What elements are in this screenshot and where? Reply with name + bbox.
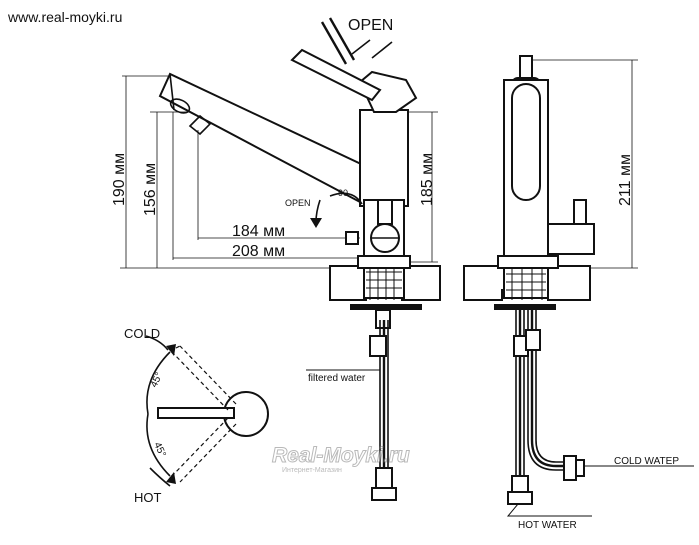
dim-156-label: 156 мм [142,163,159,216]
angle-90-label: 90 [338,188,348,198]
front-view-faucet: 211 мм COLD [463,55,694,531]
mixer-head [358,70,418,113]
side-view-faucet: OPEN OPEN 90 184 мм 208 мм 190 мм 156 мм… [111,17,441,501]
dim-185-label: 185 мм [419,153,436,206]
hose-nut-left [375,467,393,491]
hose-nut-hot [511,475,529,493]
hot-label: HOT [134,490,162,505]
open-small-label: OPEN [285,198,311,208]
angle-45-top-label: 45° [149,371,165,389]
angle-45-bottom-label: 45° [151,441,167,459]
watermark: Real-Moyki.ru Интернет-Магазин [272,444,411,475]
mixer-lever [290,48,382,102]
hot-water-label: HOT WATER [518,520,577,531]
spout [158,72,379,204]
faucet-body [359,109,409,207]
dim-190-label: 190 мм [111,153,128,206]
front-filter-valve [547,223,595,255]
cold-water-label: COLD WATEP [614,456,679,467]
open-label: OPEN [348,17,393,34]
dim-208-label: 208 мм [232,243,285,260]
aerator [188,114,212,136]
lever-rotation-diagram: 45° 45° COLD HOT [124,326,269,505]
cold-label: COLD [124,326,160,341]
dim-184-label: 184 мм [232,223,285,240]
mounting-plate [350,304,422,310]
watermark-title: Real-Moyki.ru [272,444,410,467]
filtered-water-label: filtered water [308,373,366,384]
hose-nut-cold [563,455,577,481]
site-url: www.real-moyki.ru [7,9,122,25]
watermark-subtitle: Интернет-Магазин [282,467,342,474]
dim-211-label: 211 мм [617,154,634,206]
cold-water-hose [530,310,566,468]
lever-center [157,407,235,419]
